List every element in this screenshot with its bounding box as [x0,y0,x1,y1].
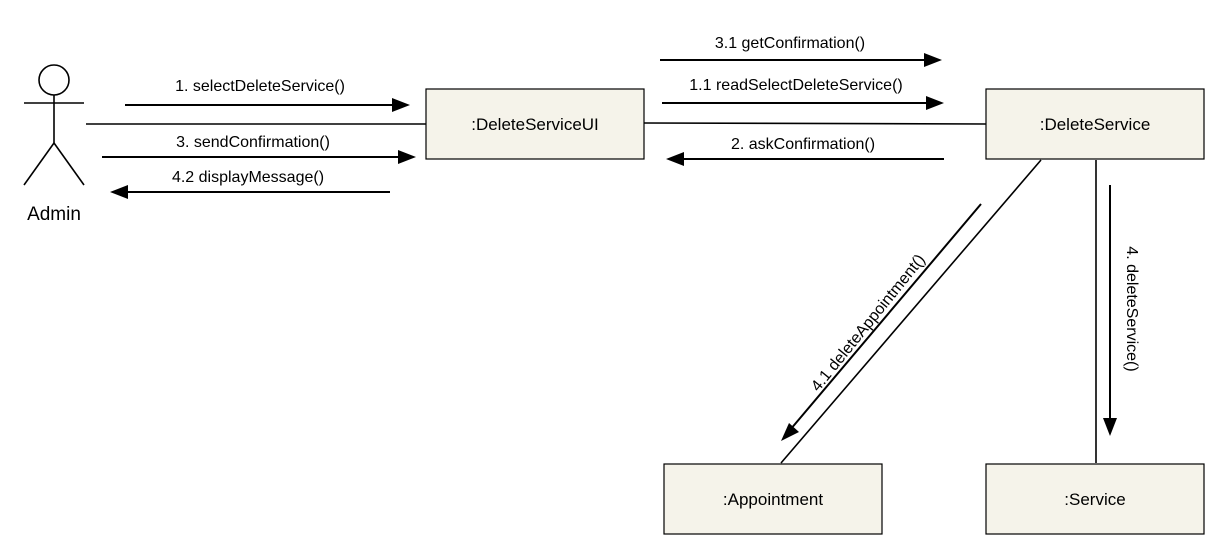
message-label: 3.1 getConfirmation() [715,35,865,52]
arrow-head [781,423,799,441]
object-appointment: :Appointment [663,463,883,535]
message-2: 2. askConfirmation() [666,136,944,166]
admin-actor: Admin [23,64,85,225]
arrow-head [110,185,128,199]
arrow-head [398,150,416,164]
object-box [663,463,883,535]
actor-left-leg [23,142,55,186]
message-label: 1. selectDeleteService() [175,78,345,95]
object-label: :Appointment [723,490,823,509]
message-label: 3. sendConfirmation() [176,134,330,151]
link-ui-deleteservice [643,122,987,125]
object-service: :Service [985,463,1205,535]
arrow-head [392,98,410,112]
object-label: :DeleteServiceUI [471,115,599,134]
message-1: 1. selectDeleteService() [125,78,410,112]
message-label: 2. askConfirmation() [731,136,875,153]
arrow-head [1103,418,1117,436]
message-4: 4. deleteService() [1103,185,1140,436]
message-label: 4. deleteService() [1123,246,1140,371]
actor-right-leg [53,142,85,186]
object-box [985,88,1205,160]
message-label: 4.1 deleteAppointment() [808,251,929,394]
actor-label: Admin [27,204,81,225]
message-label: 4.2 displayMessage() [172,169,324,186]
arrow-head [926,96,944,110]
message-3-1: 3.1 getConfirmation() [660,35,942,67]
arrow-head [666,152,684,166]
message-label: 1.1 readSelectDeleteService() [689,77,902,94]
object-box [985,463,1205,535]
object-box [425,88,645,160]
link-deleteservice-appointment [780,159,1042,464]
message-3: 3. sendConfirmation() [102,134,416,164]
arrow-head [924,53,942,67]
message-4-1: 4.1 deleteAppointment() [781,203,982,441]
message-1-1: 1.1 readSelectDeleteService() [662,77,944,110]
message-arrow [789,203,982,431]
object-deleteservice: :DeleteService [985,88,1205,160]
object-label: :Service [1064,490,1125,509]
object-deleteserviceui: :DeleteServiceUI [425,88,645,160]
actor-head [38,64,70,96]
message-4-2: 4.2 displayMessage() [110,169,390,199]
object-label: :DeleteService [1040,115,1151,134]
